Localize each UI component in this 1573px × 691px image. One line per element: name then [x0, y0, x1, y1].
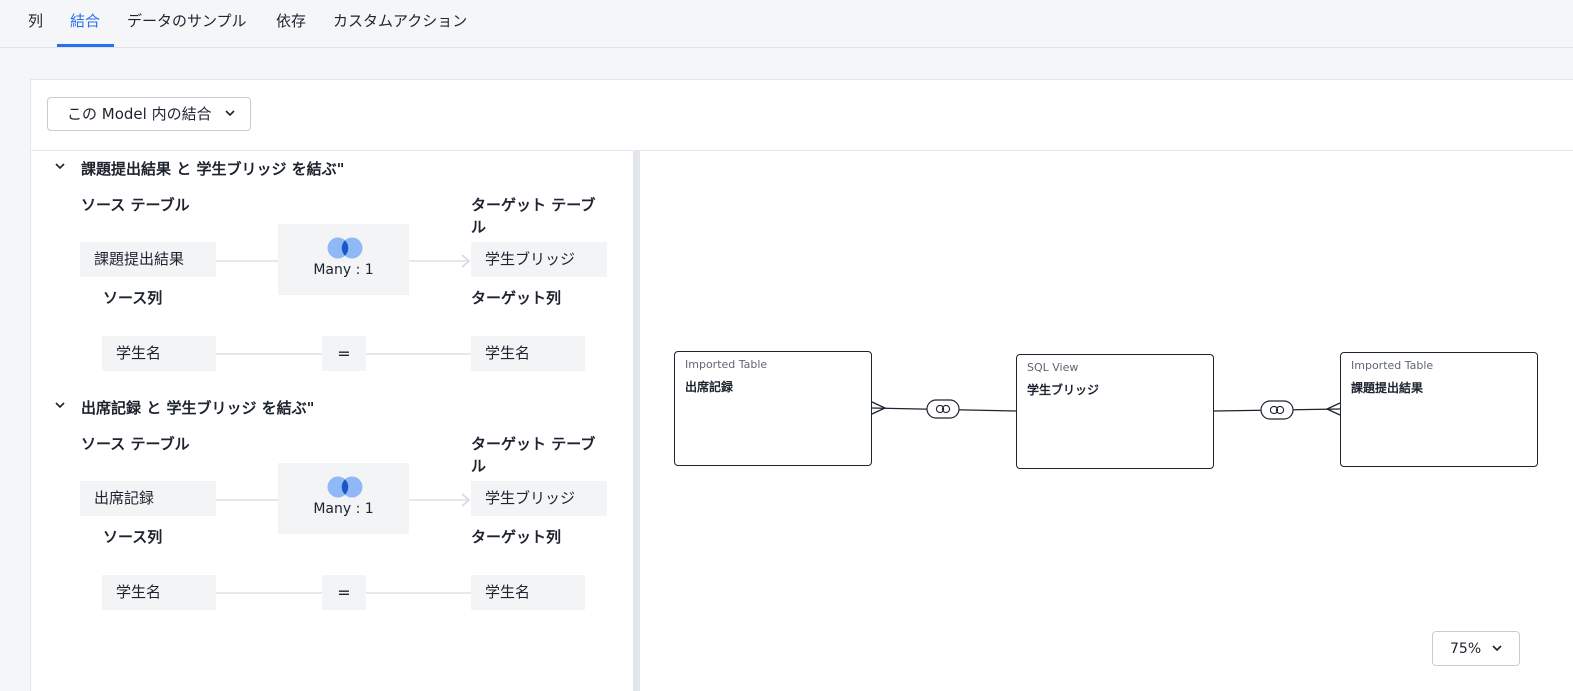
- join-operator: =: [322, 575, 366, 610]
- join-scope-label: この Model 内の結合: [67, 105, 212, 123]
- join-diagram-canvas[interactable]: Imported Table 出席記録 SQL View 学生ブリッジ Impo…: [640, 151, 1573, 691]
- target-column-value: 学生名: [471, 336, 585, 371]
- tab-dependencies[interactable]: 依存: [276, 12, 307, 30]
- node-name: 出席記録: [685, 380, 734, 394]
- arrow-right-icon: [461, 254, 471, 268]
- join-title: 出席記録 と 学生ブリッジ を結ぶ": [81, 399, 315, 417]
- connector-line: [216, 592, 322, 594]
- source-table-label: ソース テーブル: [81, 196, 190, 214]
- join-list-panel: 課題提出結果 と 学生ブリッジ を結ぶ" ソース テーブル ターゲット テーブル…: [31, 151, 633, 691]
- join-operator: =: [322, 336, 366, 371]
- connector-line: [409, 499, 467, 501]
- source-column-value: 学生名: [102, 575, 216, 610]
- tab-data-sample[interactable]: データのサンプル: [127, 12, 247, 30]
- card-header: この Model 内の結合: [31, 80, 1573, 151]
- target-table-label: ターゲット テーブル: [471, 196, 596, 236]
- join-link-icon[interactable]: [926, 399, 960, 419]
- node-name: 学生ブリッジ: [1027, 383, 1100, 397]
- target-table-value: 学生ブリッジ: [471, 242, 607, 277]
- node-name: 課題提出結果: [1351, 381, 1424, 395]
- panel-splitter[interactable]: [633, 151, 640, 691]
- source-table-value: 課題提出結果: [80, 242, 216, 277]
- join-section: 課題提出結果 と 学生ブリッジ を結ぶ" ソース テーブル ターゲット テーブル…: [31, 151, 633, 389]
- arrow-right-icon: [461, 493, 471, 507]
- chevron-down-icon[interactable]: [53, 400, 67, 410]
- node-type: Imported Table: [685, 358, 768, 371]
- cardinality-label: Many : 1: [313, 501, 374, 517]
- join-type-card[interactable]: Many : 1: [278, 463, 409, 534]
- target-column-value: 学生名: [471, 575, 585, 610]
- chevron-down-icon: [1492, 645, 1502, 652]
- connector-line: [365, 592, 471, 594]
- target-table-label: ターゲット テーブル: [471, 435, 596, 475]
- active-tab-indicator: [57, 44, 114, 47]
- tab-bar: 列 結合 データのサンプル 依存 カスタムアクション: [0, 0, 1573, 48]
- tab-columns[interactable]: 列: [28, 12, 44, 30]
- inner-join-venn-icon: [327, 237, 363, 259]
- zoom-level: 75%: [1450, 641, 1482, 657]
- tab-custom-actions[interactable]: カスタムアクション: [333, 12, 468, 30]
- diagram-node[interactable]: Imported Table 課題提出結果: [1340, 352, 1538, 467]
- connector-line: [409, 260, 467, 262]
- diagram-node[interactable]: SQL View 学生ブリッジ: [1016, 354, 1214, 469]
- source-table-value: 出席記録: [80, 481, 216, 516]
- chevron-down-icon: [225, 110, 235, 117]
- target-column-label: ターゲット列: [471, 528, 562, 546]
- chevron-down-icon[interactable]: [53, 161, 67, 171]
- connector-line: [365, 353, 471, 355]
- join-section: 出席記録 と 学生ブリッジ を結ぶ" ソース テーブル ターゲット テーブル 出…: [31, 390, 633, 628]
- connector-line: [216, 353, 322, 355]
- source-column-label: ソース列: [103, 528, 163, 546]
- node-type: Imported Table: [1351, 359, 1434, 372]
- join-link-icon[interactable]: [1260, 400, 1294, 420]
- source-column-value: 学生名: [102, 336, 216, 371]
- target-column-label: ターゲット列: [471, 289, 562, 307]
- diagram-node[interactable]: Imported Table 出席記録: [674, 351, 872, 466]
- connector-line: [216, 260, 278, 262]
- connector-line: [216, 499, 278, 501]
- target-table-value: 学生ブリッジ: [471, 481, 607, 516]
- join-scope-dropdown[interactable]: この Model 内の結合: [47, 97, 251, 131]
- inner-join-venn-icon: [327, 476, 363, 498]
- join-title: 課題提出結果 と 学生ブリッジ を結ぶ": [81, 160, 345, 178]
- tab-joins[interactable]: 結合: [70, 12, 101, 30]
- source-column-label: ソース列: [103, 289, 163, 307]
- join-type-card[interactable]: Many : 1: [278, 224, 409, 295]
- source-table-label: ソース テーブル: [81, 435, 190, 453]
- cardinality-label: Many : 1: [313, 262, 374, 278]
- zoom-dropdown[interactable]: 75%: [1432, 631, 1520, 666]
- joins-card: この Model 内の結合 課題提出結果 と 学生ブリッジ を結ぶ" ソース テ…: [30, 79, 1573, 691]
- node-type: SQL View: [1027, 361, 1079, 374]
